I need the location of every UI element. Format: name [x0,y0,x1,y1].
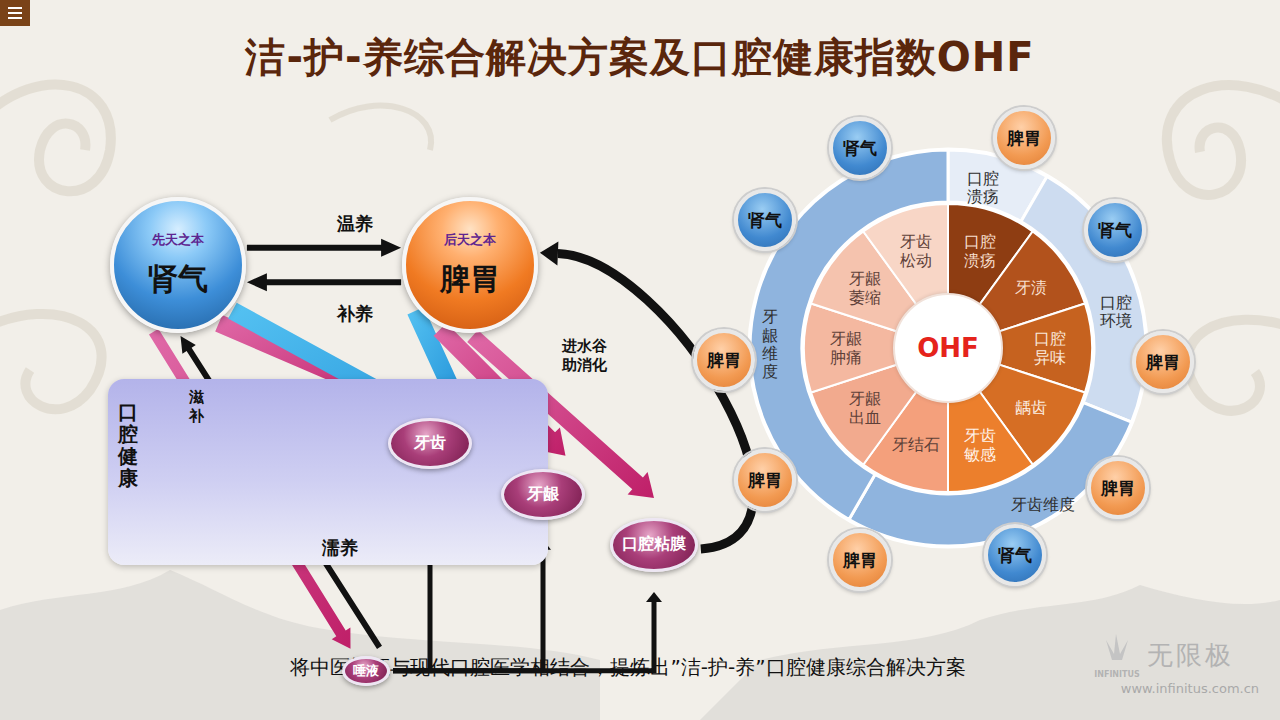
sector-label: 口腔溃疡 [961,231,999,271]
node-text: 脾胃 [843,549,877,572]
tcm-circle: 肾气 [734,189,796,251]
node-text: 脾胃 [707,349,741,372]
slide-title: 洁-护-养综合解决方案及口腔健康指数OHF [0,30,1280,85]
ring-label: 牙齿维度 [1009,495,1077,515]
node-text: 唾液 [353,662,379,680]
node-text: 脾胃 [1146,351,1180,374]
edge-label: 温养 [337,212,373,236]
tcm-circle: 脾胃 [993,107,1055,169]
sector-label: 口腔异味 [1031,328,1069,368]
arrow-body [247,239,401,257]
node-text: 牙齿维度 [1011,496,1075,514]
node-text: 牙齿松动 [900,232,934,270]
sector-label: 牙龈萎缩 [847,268,885,308]
node-text: OHF [917,333,979,363]
node-text: 牙龈 [527,484,559,505]
tcm-circle: 脾胃 [693,329,755,391]
edge-label: 补养 [337,302,373,326]
node-text: 口腔健康 [118,401,138,489]
node-text: 脾胃 [1101,477,1135,500]
tcm-circle: 肾气 [1084,199,1146,261]
bracket-arrow [393,550,543,671]
node-text: 肾气 [998,544,1032,567]
edge-label: 进水谷助消化 [561,337,608,375]
sector-label: 牙龈肿痛 [827,328,865,368]
tcm-circle: 脾胃 [829,529,891,591]
edge-label: 濡养 [322,536,358,560]
connector [247,239,401,257]
node-text: 龋齿 [1015,398,1047,417]
spleen-circle: 后天之本脾胃 [402,197,538,333]
sector-label: 牙齿敏感 [961,425,999,465]
tcm-circle: 肾气 [829,117,891,179]
node-text: 脾胃 [1007,127,1041,150]
node-text: 口腔溃疡 [966,170,1000,207]
node-text: 后天之本 [444,231,496,249]
node-text: 肾气 [843,137,877,160]
tcm-circle: 肾气 [984,524,1046,586]
node-text: 牙龈维度 [762,308,778,382]
node-text: 肾气 [148,259,208,300]
node-text: 牙龈出血 [849,389,883,427]
ring-label: 牙龈维度 [760,307,780,383]
watermark-text: www.infinitus.com.cn [1121,681,1259,696]
oral-part-circle: 牙齿 [388,418,472,469]
sector-label: 龋齿 [1013,397,1049,418]
sector-label: 牙渍 [1013,277,1049,298]
node-text: 牙龈萎缩 [849,269,883,307]
tcm-circle: 脾胃 [734,449,796,511]
ring-label: 口腔环境 [1097,293,1135,332]
arrow-head [540,241,559,265]
node-text: 牙齿敏感 [963,426,997,464]
node-text: 先天之本 [152,231,204,249]
node-text: 牙渍 [1015,278,1047,297]
node-text: 牙结石 [892,435,940,454]
node-text: 脾胃 [748,469,782,492]
sector-label: 牙龈出血 [847,388,885,428]
node-text: 牙龈肿痛 [829,329,863,367]
sector-label: 牙齿松动 [898,231,936,271]
oral-part-circle: 口腔粘膜 [610,518,698,571]
brand-logo [1106,634,1128,660]
tcm-circle: 脾胃 [1087,457,1149,519]
node-text: 肾气 [748,209,782,232]
mist-mountains [0,570,1280,720]
node-text: 脾胃 [440,259,500,300]
curved-arrow [558,253,754,549]
connector [247,273,401,291]
arrow-head [646,592,662,602]
node-text: 口腔异味 [1033,329,1067,367]
ohf-center: OHF [893,293,1003,403]
node-text: 口腔溃疡 [963,232,997,270]
watermark-text: 无限极 [1147,638,1234,673]
node-text: 牙齿 [414,433,446,454]
node-text: 口腔粘膜 [622,534,686,555]
sector-label: 牙结石 [890,434,942,455]
tcm-circle: 脾胃 [1132,331,1194,393]
slide-caption: 将中医辨证与现代口腔医学相结合，提炼出”洁-护-养”口腔健康综合解决方案 [0,654,1256,681]
watermark-text: INFINITUS [1094,670,1140,679]
node-text: 口腔环境 [1099,294,1133,331]
edge-label: 滋补 [189,388,204,426]
oral-part-circle: 牙龈 [501,469,585,520]
ring-label: 口腔溃疡 [964,169,1002,208]
node-text: 肾气 [1098,219,1132,242]
kidney-circle: 先天之本肾气 [110,197,246,333]
saliva-circle: 唾液 [342,656,390,686]
arrow-body [247,273,401,291]
menu-icon [0,0,30,26]
